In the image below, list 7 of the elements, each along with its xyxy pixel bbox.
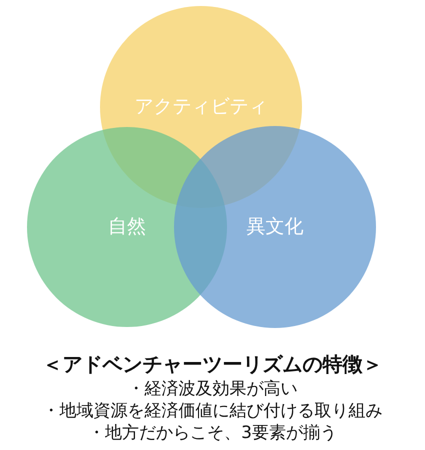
heading: ＜アドベンチャーツーリズムの特徴＞: [42, 352, 382, 376]
set-label: 自然: [108, 216, 146, 238]
bullet-text: ・経済波及効果が高い: [128, 379, 298, 400]
set-label: アクティビティ: [134, 96, 268, 118]
set-label: 異文化: [246, 216, 304, 238]
bullet-text: ・地方だからこそ、3要素が揃う: [88, 423, 337, 444]
bullet-text: ・地域資源を経済価値に結び付ける取り組み: [42, 401, 382, 422]
